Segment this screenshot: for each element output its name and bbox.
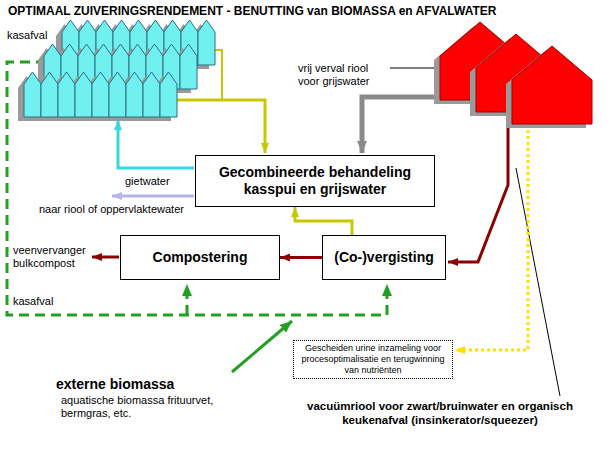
flow-connector bbox=[295, 207, 352, 235]
box-text: Gecombineerde behandeling kasspui en gri… bbox=[204, 164, 426, 198]
input-description: aquatische biomassa frituurvet, bermgras… bbox=[60, 394, 222, 420]
pipe-label: vrij verval riool voor grijswater bbox=[297, 62, 389, 88]
compost-output-arrow bbox=[92, 256, 119, 259]
greywater-pipe bbox=[362, 97, 470, 153]
urine-collection-line bbox=[455, 124, 528, 350]
box-text: (Co-)vergisting bbox=[334, 249, 434, 266]
discharge-arrow bbox=[112, 195, 194, 198]
greenhouse-drain-pipe bbox=[176, 100, 265, 153]
external-biomass-arrow bbox=[232, 321, 292, 372]
leader-line bbox=[516, 168, 560, 396]
diagram-title: OPTIMAAL ZUIVERINGSRENDEMENT - BENUTTING… bbox=[8, 4, 496, 18]
process-box: Compostering bbox=[120, 235, 280, 280]
house bbox=[512, 46, 592, 124]
note-box: Gescheiden urine inzameling voor proceso… bbox=[293, 340, 453, 379]
irrigation-water-arrow bbox=[118, 120, 194, 168]
box-text: Compostering bbox=[153, 249, 248, 266]
process-box: (Co-)vergisting bbox=[322, 235, 446, 280]
flow-label: gietwater bbox=[124, 175, 171, 188]
flow-label: kasafval bbox=[6, 29, 48, 42]
pipe-label: vacuümriool voor zwart/bruinwater en org… bbox=[286, 400, 594, 428]
box-text: Gescheiden urine inzameling voor proceso… bbox=[298, 343, 448, 375]
greenhouse-row bbox=[24, 72, 177, 117]
input-heading: externe biomassa bbox=[55, 376, 175, 393]
green-waste-branch bbox=[186, 284, 189, 315]
flow-label: naar riool of oppervlaktewater bbox=[38, 203, 185, 216]
output-label: veenvervanger bulkcompost bbox=[12, 244, 92, 270]
vacuum-sewer-pipe bbox=[448, 110, 508, 262]
flow-connector bbox=[280, 256, 322, 259]
flow-label: kasafval bbox=[12, 295, 54, 308]
process-box: Gecombineerde behandeling kasspui en gri… bbox=[195, 155, 435, 207]
